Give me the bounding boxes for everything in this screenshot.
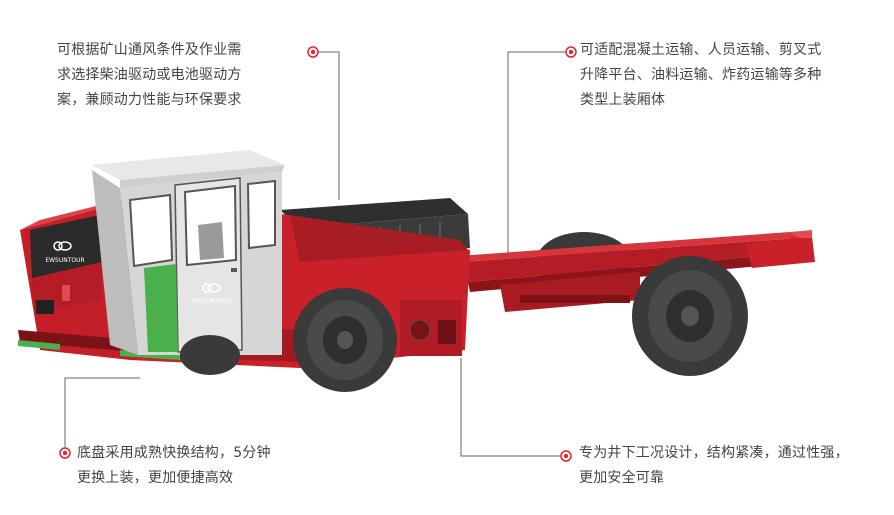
leader-dot-bottom-left: [59, 447, 71, 459]
leader-lines: [64, 51, 567, 457]
callout-top-left: 可根据矿山通风条件及作业需 求选择柴油驱动或电池驱动方 案，兼顾动力性能与环保要…: [57, 38, 242, 113]
callout-line: 更加安全可靠: [579, 470, 665, 486]
leader-dot-bottom-right: [560, 450, 572, 462]
cab-logo: EWSUNTOUR: [192, 283, 232, 305]
leader-dot-top-left: [307, 46, 319, 58]
front-logo-text: EWSUNTOUR: [45, 257, 84, 264]
left-rear-wheel: [180, 335, 240, 375]
callout-line: 更换上装，更加便捷高效: [77, 470, 234, 486]
callout-bottom-right: 专为井下工况设计，结构紧凑，通过性强， 更加安全可靠: [579, 441, 849, 491]
callout-top-right: 可适配混凝土运输、人员运输、剪叉式 升降平台、油料运输、炸药运输等多种 类型上装…: [580, 38, 821, 113]
rear-wheel: [632, 256, 748, 376]
leader-line-top-left: [318, 51, 340, 200]
operator-cab: EWSUNTOUR: [92, 150, 285, 355]
callout-bottom-left: 底盘采用成熟快换结构，5分钟 更换上装，更加便捷高效: [77, 441, 271, 491]
leader-dots: [59, 46, 577, 462]
front-wheel: [293, 288, 397, 392]
callout-line: 求选择柴油驱动或电池驱动方: [57, 67, 242, 83]
callout-line: 可适配混凝土运输、人员运输、剪叉式: [580, 42, 822, 58]
leader-line-bottom-right: [460, 358, 561, 457]
callout-line: 升降平台、油料运输、炸药运输等多种: [580, 67, 822, 83]
callout-line: 专为井下工况设计，结构紧凑，通过性强，: [579, 445, 849, 461]
cab-logo-text: EWSUNTOUR: [192, 298, 231, 305]
callout-line: 可根据矿山通风条件及作业需: [57, 42, 242, 58]
leader-dot-top-right: [565, 46, 577, 58]
front-logo: EWSUNTOUR: [45, 241, 85, 264]
leader-line-top-right: [507, 51, 567, 258]
leader-line-bottom-left: [64, 377, 140, 448]
rear-chassis-frame: [458, 230, 815, 312]
callout-line: 类型上装厢体: [580, 92, 666, 108]
callout-line: 底盘采用成熟快换结构，5分钟: [77, 445, 271, 461]
callout-line: 案，兼顾动力性能与环保要求: [57, 92, 242, 108]
